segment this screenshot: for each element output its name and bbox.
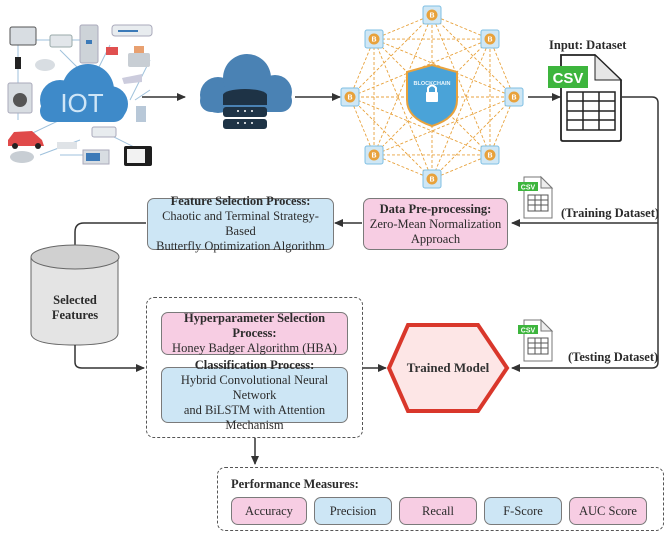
blockchain-node-icon: B: [364, 145, 384, 165]
data-preprocessing-box: Data Pre-processing: Zero-Mean Normaliza…: [363, 198, 508, 250]
svg-text:B: B: [487, 37, 492, 44]
training-csv-badge: CSV: [521, 185, 536, 192]
classification-line2: and BiLSTM with Attention Mechanism: [183, 402, 326, 432]
input-dataset-title: Input: Dataset: [549, 38, 627, 52]
blockchain-link: [431, 154, 491, 180]
svg-text:B: B: [511, 95, 516, 102]
classification-box: Classification Process: Hybrid Convoluti…: [161, 358, 348, 432]
blockchain-link: [431, 14, 491, 156]
game-controller-icon: [10, 151, 34, 163]
blockchain-node-icon: B: [504, 87, 524, 107]
blockchain-node-icon: B: [480, 145, 500, 165]
blockchain-link: [349, 14, 433, 98]
blockchain-link: [373, 14, 433, 156]
blockchain-link: [373, 38, 433, 180]
printer-icon: [49, 34, 73, 48]
hyperparameter-title: Hyperparameter Selection Process:: [183, 311, 326, 340]
blockchain-link: [489, 96, 515, 156]
feature-selection-line1: Chaotic and Terminal Strategy-Based: [162, 209, 319, 238]
blockchain-node-icon: B: [422, 5, 442, 25]
trained-model-hexagon: [386, 323, 510, 413]
selected-features-line1: Selected: [53, 293, 97, 307]
blockchain-network: B B B B B B B B: [340, 5, 524, 189]
testing-dataset-label: (Testing Dataset): [568, 350, 659, 364]
data-preprocessing-body: Zero-Mean Normalization Approach: [369, 216, 502, 246]
cloud-database-icon: [200, 54, 292, 129]
trained-model-label: Trained Model: [407, 360, 490, 375]
svg-text:B: B: [429, 13, 434, 20]
blockchain-link: [349, 96, 491, 156]
performance-measures-title: Performance Measures:: [231, 477, 359, 491]
measure-accuracy: Accuracy: [231, 497, 307, 525]
gamepad-icon: [35, 59, 55, 71]
hyperparameter-box: Hyperparameter Selection Process: Honey …: [161, 311, 348, 355]
blockchain-link: [431, 14, 491, 40]
svg-text:B: B: [371, 152, 376, 159]
selected-features-cylinder: [30, 244, 120, 346]
classification-title: Classification Process:: [194, 357, 315, 372]
selected-features-line2: Features: [51, 308, 99, 322]
blockchain-link: [431, 38, 491, 180]
blockchain-node-icon: B: [480, 29, 500, 49]
feature-selection-box: Feature Selection Process: Chaotic and T…: [147, 194, 334, 253]
laptop-icon: [9, 26, 37, 46]
classification-line1: Hybrid Convolutional Neural Network: [180, 372, 329, 402]
security-camera-icon: [122, 74, 142, 84]
blockchain-node-icon: B: [340, 87, 360, 107]
blockchain-link: [373, 14, 433, 40]
blockchain-node-icon: B: [422, 169, 442, 189]
iot-cloud-icon: [40, 64, 128, 122]
svg-text:B: B: [487, 152, 492, 159]
training-dataset-label: (Training Dataset): [561, 206, 660, 220]
blockchain-node-icon: B: [364, 29, 384, 49]
blockchain-link: [349, 96, 433, 180]
testing-csv-icon: [518, 318, 554, 362]
feature-selection-line2: Butterfly Optimization Algorithm: [156, 239, 325, 253]
blockchain-link: [349, 38, 375, 98]
measure-recall: Recall: [399, 497, 477, 525]
measure-auc-score: AUC Score: [569, 497, 647, 525]
feature-selection-title: Feature Selection Process:: [170, 194, 311, 208]
iron-icon: [136, 106, 146, 122]
csv-file-icon: [548, 53, 623, 142]
blockchain-link: [373, 154, 433, 180]
blockchain-link: [489, 38, 515, 98]
blockchain-link: [349, 96, 375, 156]
testing-csv-badge: CSV: [521, 328, 536, 335]
data-preprocessing-title: Data Pre-processing:: [379, 201, 492, 216]
training-csv-icon: [518, 175, 554, 219]
connector-testing-dataset: [511, 96, 659, 372]
blockchain-link: [431, 96, 515, 180]
iot-cluster: IOT: [7, 24, 153, 166]
arrow-feature-to-selected: [71, 222, 146, 255]
blockchain-shield-icon: [406, 63, 458, 128]
selected-features-label: Selected Features: [31, 293, 119, 323]
iot-label: IOT: [60, 88, 103, 118]
hyperparameter-body: Honey Badger Algorithm (HBA): [172, 341, 337, 355]
radio-icon: [91, 126, 117, 138]
blockchain-label: BLOCKCHAIN: [414, 81, 451, 87]
svg-text:B: B: [371, 37, 376, 44]
camera-icon: [106, 47, 118, 55]
model-pipeline-group: [146, 297, 363, 438]
arrow-selected-to-classification: [74, 345, 145, 372]
svg-text:B: B: [347, 95, 352, 102]
measure-f-score: F-Score: [484, 497, 562, 525]
csv-badge: CSV: [553, 70, 584, 87]
blockchain-link: [431, 14, 515, 98]
car-icon: [8, 131, 44, 146]
measure-precision: Precision: [314, 497, 392, 525]
blockchain-link: [373, 96, 515, 156]
phone-icon: [15, 57, 21, 69]
svg-text:B: B: [429, 177, 434, 184]
toaster-icon: [128, 53, 150, 67]
performance-measures-group: [217, 467, 664, 531]
